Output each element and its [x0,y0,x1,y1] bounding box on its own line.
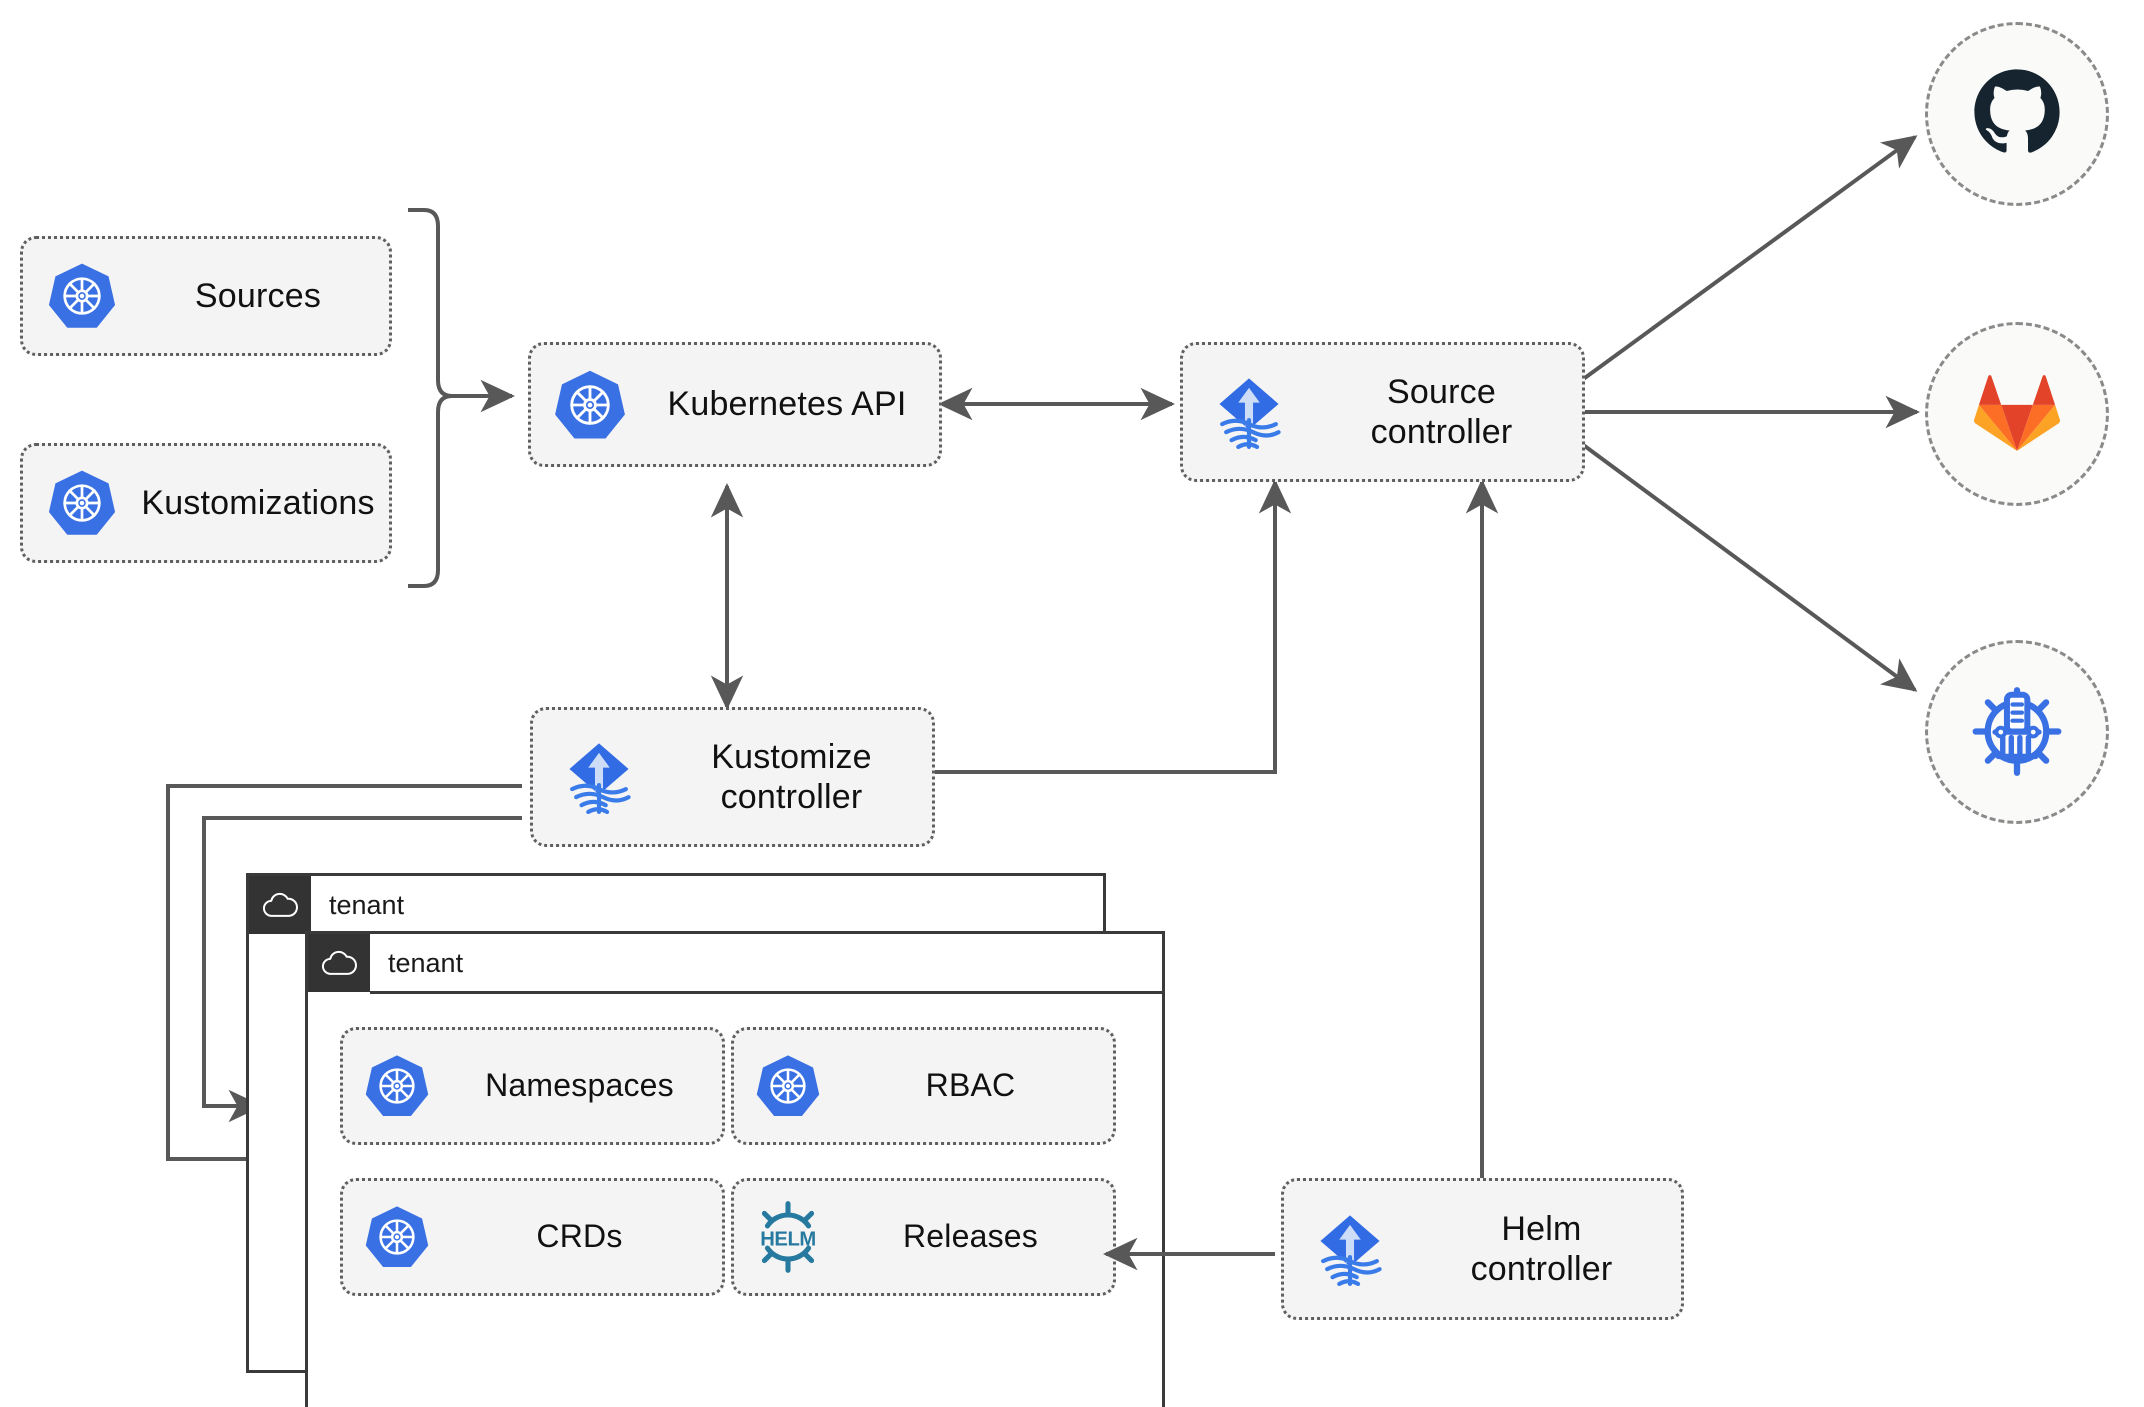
kubernetes-icon [531,367,649,443]
provider-gitlab[interactable] [1925,322,2109,506]
node-label: Kustomizations [141,483,375,522]
group-bracket [408,208,453,588]
node-label: Kubernetes API [667,385,907,424]
kubernetes-icon [23,260,141,332]
kubernetes-icon [23,467,141,539]
wire-source-helmrepo [1580,442,1918,692]
wire-source-github [1580,135,1918,382]
node-label: RBAC [925,1067,1016,1104]
node-label: Namespaces [485,1067,674,1104]
node-label: Helm controller [1470,1209,1613,1288]
helm-repository-icon [1969,682,2065,783]
kubernetes-icon [343,1052,451,1120]
node-label: Kustomize controller [711,737,872,816]
gitlab-icon [1971,368,2063,461]
node-label: Sources [194,276,322,315]
node-sources[interactable]: Sources [20,236,392,356]
node-releases[interactable]: HELM Releases [731,1178,1116,1296]
tenant-title: tenant [388,947,464,978]
cloud-icon [249,876,311,934]
tenant-window-2[interactable]: tenant [305,931,1165,1407]
node-label: Releases [902,1218,1038,1255]
node-helm-controller[interactable]: Helm controller [1281,1178,1684,1320]
node-label: CRDs [536,1218,623,1255]
wire-kustomize-source [934,479,1292,774]
github-icon [1970,65,2064,164]
svg-text:HELM: HELM [760,1229,815,1251]
flux-icon [533,734,665,820]
node-crds[interactable]: CRDs [340,1178,725,1296]
provider-github[interactable] [1925,22,2109,206]
node-kustomize-controller[interactable]: Kustomize controller [530,707,935,847]
node-source-controller[interactable]: Source controller [1180,342,1585,482]
provider-helm-repository[interactable] [1925,640,2109,824]
node-rbac[interactable]: RBAC [731,1027,1116,1145]
node-namespaces[interactable]: Namespaces [340,1027,725,1145]
tenant-title: tenant [329,889,405,920]
flux-icon [1183,369,1315,455]
node-label: Source controller [1370,372,1513,451]
kubernetes-icon [343,1203,451,1271]
kubernetes-icon [734,1052,842,1120]
node-kubernetes-api[interactable]: Kubernetes API [528,342,942,467]
cloud-icon [308,934,370,992]
helm-icon: HELM [734,1200,842,1274]
node-kustomizations[interactable]: Kustomizations [20,443,392,563]
flux-icon [1284,1206,1416,1292]
